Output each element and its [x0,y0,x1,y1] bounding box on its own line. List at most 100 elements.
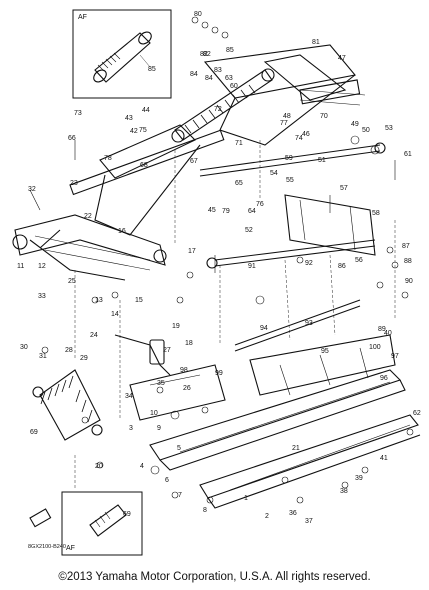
part-number-label: 52 [245,227,253,234]
part-number-labels: 8082838481478582846360737571676872667877… [17,11,421,525]
part-number-label: 68 [140,162,148,169]
part-number-label: 74 [295,135,303,142]
part-number-label: 84 [190,71,198,78]
shock-rod-24 [114,334,171,376]
part-number-label: 35 [157,380,165,387]
part-number-label: 82 [200,51,208,58]
part-number-label: 97 [391,353,399,360]
part-number-label: 40 [384,330,392,337]
callout-bottom-tag: AF [66,545,75,552]
part-number-label: 6 [165,477,169,484]
part-number-label: 13 [95,297,103,304]
part-number-label: 56 [355,257,363,264]
slide-rails [149,334,421,509]
part-number-label: 28 [65,347,73,354]
part-number-label: 43 [125,115,133,122]
part-number-label: 62 [413,410,421,417]
part-number-label: 44 [142,107,150,114]
part-number-label: 46 [302,131,310,138]
part-number-label: 58 [372,210,380,217]
part-number-label: 41 [380,455,388,462]
part-number-label: 84 [205,75,213,82]
callout-top-tag: AF [78,14,87,21]
part-number-label: 30 [20,344,28,351]
part-number-label: 59 [285,155,293,162]
part-number-label: 27 [163,347,171,354]
part-number-label: 92 [305,260,313,267]
copyright-notice: ©2013 Yamaha Motor Corporation, U.S.A. A… [58,571,371,583]
part-number-label: 24 [90,332,98,339]
part-number-label: 42 [130,128,138,135]
center-bracket [284,194,376,256]
hardware-fasteners [29,16,414,504]
part-number-label: 45 [208,207,216,214]
part-number-label: 93 [305,320,313,327]
rear-arm-assembly [203,44,366,146]
part-number-label: 99 [215,370,223,377]
callout-bottom: AF 69 8GX2100-B240 [28,491,143,556]
part-number-label: 8 [203,507,207,514]
front-arm-assembly [69,124,225,236]
part-number-label: 31 [39,353,47,360]
part-number-label: 82 [203,51,211,58]
part-number-label: 73 [74,110,82,117]
front-shock-absorber [32,369,103,441]
part-number-label: 37 [305,518,313,525]
part-number-label: 3 [129,425,133,432]
part-number-label: 5 [177,445,181,452]
part-number-label: 47 [338,55,346,62]
part-number-label: 81 [312,39,320,46]
part-number-label: 39 [355,475,363,482]
part-number-label: 29 [80,355,88,362]
rail-bracket-lower [129,364,226,421]
callout-bottom-part: 69 [123,511,131,518]
part-number-label: 63 [225,75,233,82]
part-number-label: 75 [139,127,147,134]
part-number-label: 21 [292,445,300,452]
part-number-label: 91 [248,263,256,270]
part-number-label: 98 [180,367,188,374]
part-number-label: 51 [318,157,326,164]
drawing-code: 8GX2100-B240 [28,544,66,550]
part-number-label: 95 [321,348,329,355]
part-number-label: 61 [404,151,412,158]
part-number-label: 79 [222,208,230,215]
part-number-label: 66 [68,135,76,142]
part-number-label: 87 [402,243,410,250]
part-number-label: 49 [351,121,359,128]
part-number-label: 71 [235,140,243,147]
part-number-label: 86 [338,263,346,270]
part-number-label: 85 [226,47,234,54]
part-number-label: 69 [30,429,38,436]
assembly-guide-lines [74,140,396,490]
part-number-label: 67 [190,158,198,165]
left-frame-arm [12,214,167,281]
part-number-label: 17 [188,248,196,255]
part-number-label: 18 [185,340,193,347]
part-number-label: 57 [340,185,348,192]
part-number-label: 89 [378,326,386,333]
part-number-label: 10 [150,410,158,417]
part-number-label: 100 [369,344,381,351]
part-number-label: 9 [157,425,161,432]
part-number-label: 60 [230,83,238,90]
part-number-label: 64 [248,208,256,215]
part-number-label: 12 [38,263,46,270]
part-number-label: 83 [214,67,222,74]
part-number-label: 38 [340,488,348,495]
part-number-label: 55 [286,177,294,184]
part-number-label: 48 [283,113,291,120]
part-number-label: 33 [38,293,46,300]
part-number-label: 22 [84,213,92,220]
part-number-label: 72 [214,106,222,113]
part-number-label: 26 [183,385,191,392]
part-number-label: 90 [405,278,413,285]
part-number-label: 20 [95,463,103,470]
part-number-label: 4 [140,463,144,470]
part-number-label: 96 [380,375,388,382]
part-number-label: 54 [270,170,278,177]
bushing-drawing-top [93,31,152,83]
part-number-label: 16 [118,228,126,235]
part-number-label: 15 [135,297,143,304]
